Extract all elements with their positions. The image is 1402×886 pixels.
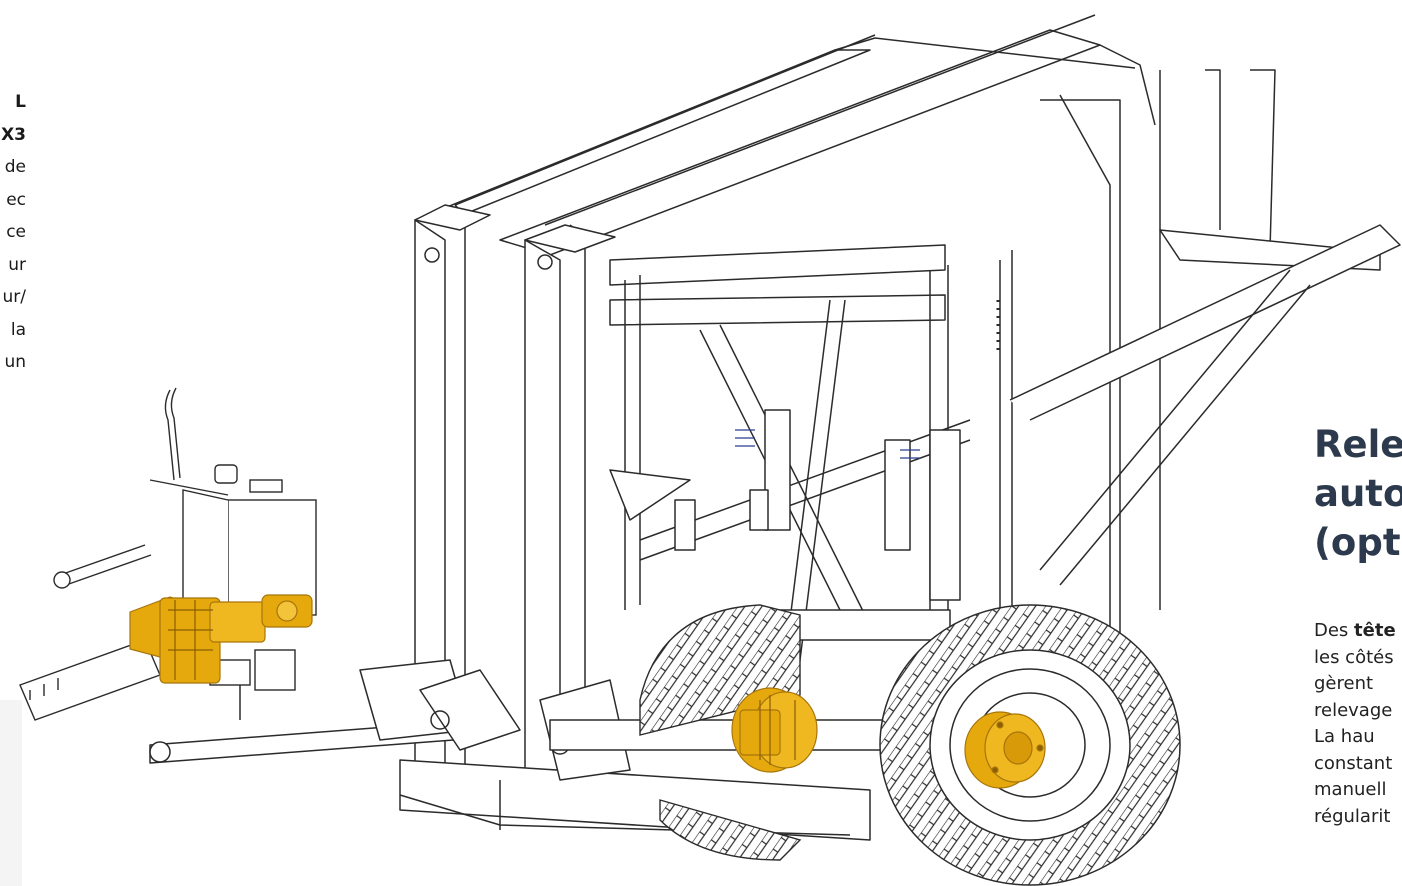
body-line-7: manuell: [1314, 779, 1387, 800]
left-fragment-8: la: [10, 319, 26, 340]
left-text-column: L X3 de ec ce ur ur/ la un: [0, 86, 26, 379]
hydraulic-motor-gold-icon: [731, 687, 818, 773]
left-fragment-9: un: [4, 352, 26, 372]
page-edge-shade: [0, 700, 22, 886]
left-fragment-5: ce: [6, 222, 26, 242]
body-line-8: régularit: [1314, 805, 1391, 827]
body-first-bold: tête: [1354, 620, 1396, 641]
body-line-5: La hau: [1314, 726, 1375, 747]
left-fragment-3: de: [4, 157, 26, 177]
harvester-line-drawing-icon: [149, 14, 1401, 841]
left-fragment-6: ur: [8, 254, 26, 275]
heading-line-2: autor: [1314, 472, 1402, 515]
body-line-2: les côtés: [1314, 646, 1394, 668]
pto-gearbox-gold-icon: [129, 594, 313, 684]
heading-line-1: Relev: [1314, 423, 1402, 466]
left-fragment-4: ec: [6, 189, 26, 210]
body-line-1: Des tête: [1314, 618, 1402, 645]
body-line-3: gèrent: [1314, 673, 1374, 694]
heading-line-3: (optio: [1314, 521, 1402, 564]
section-heading: Relev autor (optio: [1314, 420, 1402, 567]
front-wheel-drawing-icon: [639, 604, 802, 861]
body-line-4: relevage: [1314, 699, 1393, 721]
wheel-hub-gold-icon: [964, 711, 1046, 789]
body-line-6: constant: [1314, 752, 1393, 774]
left-fragment-2: X3: [1, 124, 26, 145]
left-fragment-7: ur/: [2, 287, 27, 307]
left-fragment-1: L: [15, 92, 26, 112]
section-body-text: Des tête les côtés gèrent relevage La ha…: [1314, 618, 1402, 830]
body-first-word: Des: [1314, 620, 1349, 641]
